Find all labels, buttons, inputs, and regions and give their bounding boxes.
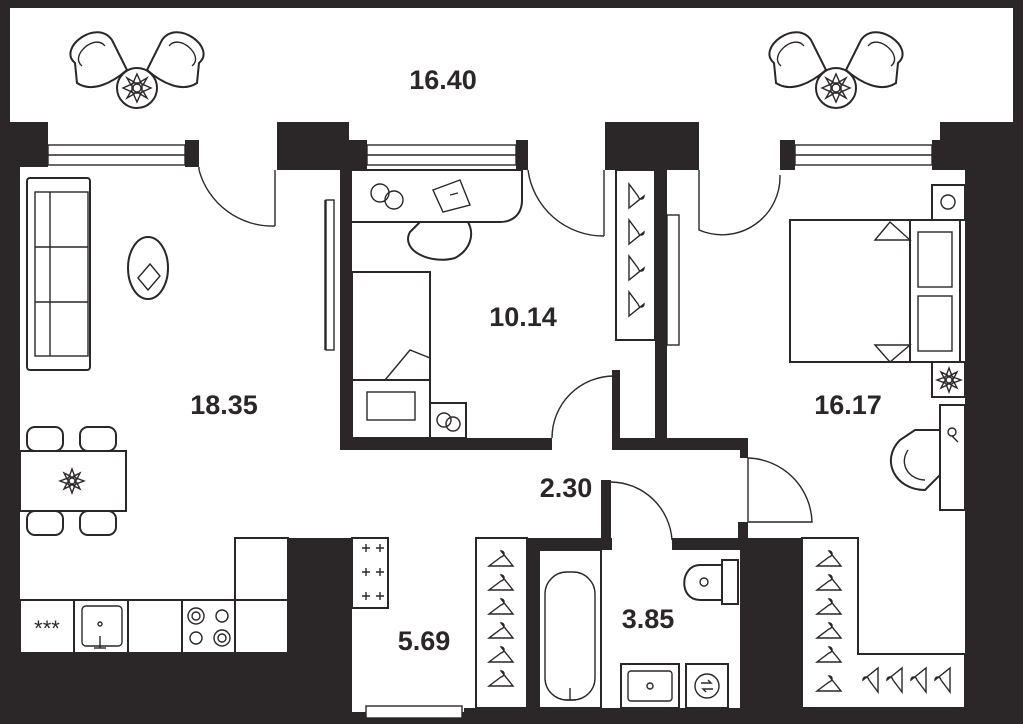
washing-machine-icon	[685, 663, 729, 709]
windows	[47, 144, 933, 719]
dining-table-icon	[19, 426, 127, 536]
hob-icon	[351, 537, 389, 609]
interior-walls	[340, 170, 748, 708]
nightstand-icon	[429, 402, 467, 439]
nightstand-icon	[931, 184, 966, 398]
area-label-hallway: 2.30	[540, 473, 593, 503]
sink-icon	[81, 605, 123, 649]
snowflake-icon: ***	[34, 616, 60, 641]
area-label-bedroom-large: 16.17	[814, 390, 882, 420]
wardrobe-icon	[475, 537, 528, 709]
bed-icon	[351, 271, 431, 439]
sink-icon	[620, 663, 680, 709]
balcony	[0, 0, 1023, 125]
armchair-icon	[768, 31, 904, 109]
coffee-table-icon	[127, 236, 169, 300]
kitchen-counter: ***	[19, 537, 289, 654]
balcony-doors	[198, 167, 781, 237]
wardrobe-icon	[801, 537, 966, 709]
area-label-bedroom-small: 10.14	[489, 302, 557, 332]
interior-doors	[324, 199, 813, 541]
desk-icon	[352, 169, 523, 261]
armchair-icon	[889, 404, 966, 511]
sofa-icon	[26, 177, 91, 371]
armchair-icon	[69, 31, 205, 109]
toilet-icon	[683, 559, 739, 605]
outer-walls	[0, 122, 1023, 724]
stove-icon	[187, 607, 231, 647]
area-label-living-room: 18.35	[190, 390, 258, 420]
bathtub-icon	[538, 549, 602, 709]
bed-icon	[789, 219, 961, 363]
area-label-balcony: 16.40	[409, 65, 477, 95]
wardrobe-icon	[615, 169, 656, 341]
area-label-bathroom: 3.85	[622, 604, 675, 634]
area-label-kitchen-hall: 5.69	[398, 626, 451, 656]
